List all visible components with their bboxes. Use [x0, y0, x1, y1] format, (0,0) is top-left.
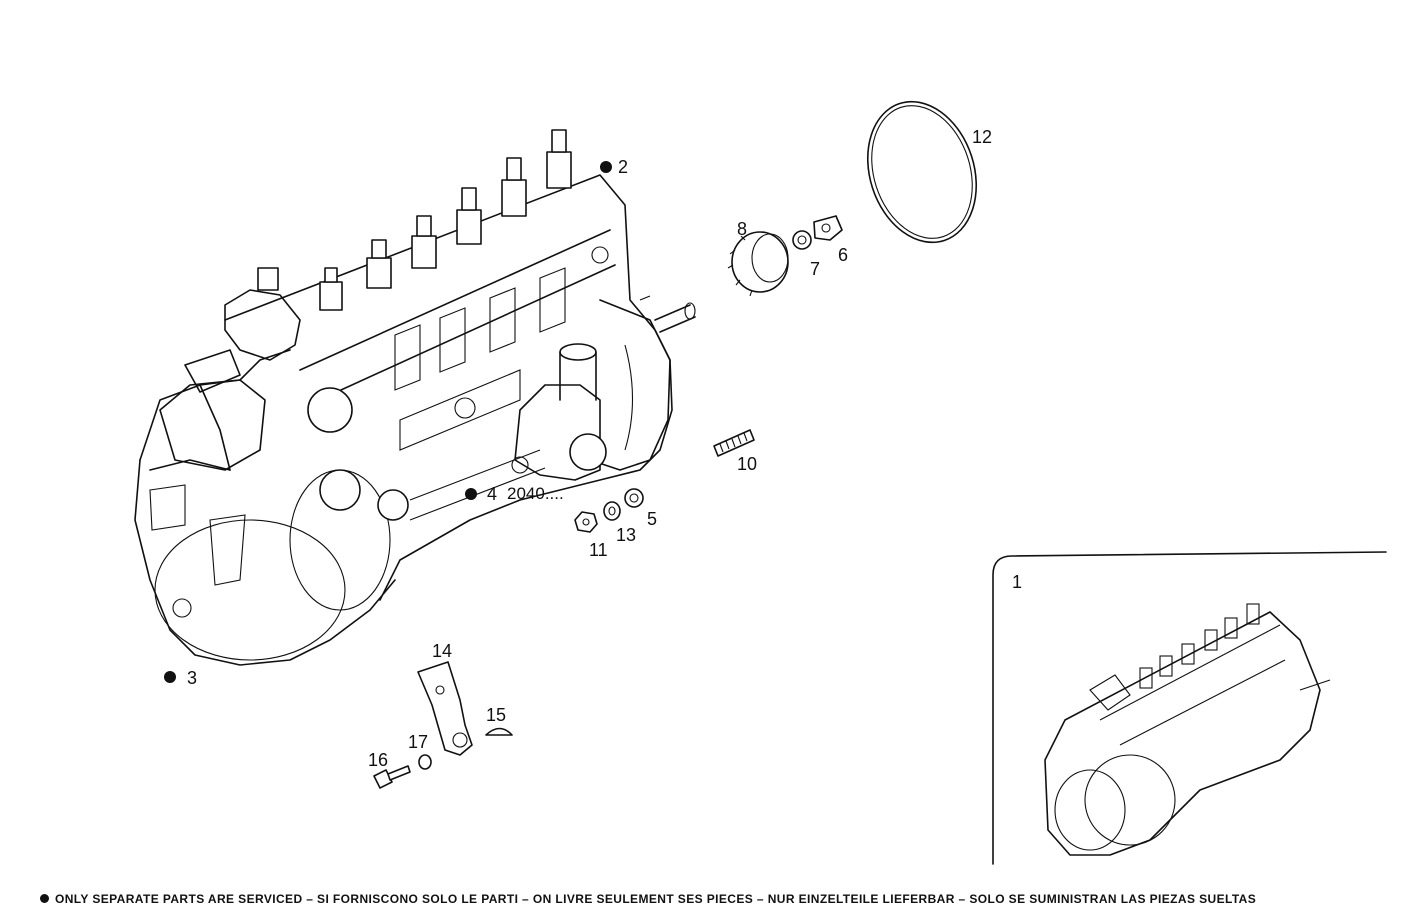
callout-4: 4	[487, 484, 498, 504]
footer-bullet	[40, 894, 49, 903]
callout-10: 10	[737, 454, 758, 474]
callout-14: 14	[432, 641, 453, 661]
delivery-valve-holders	[319, 129, 572, 311]
injection-pump-assembly	[134, 174, 696, 666]
bracket-part-14	[417, 661, 473, 756]
callout-16: 16	[368, 750, 389, 770]
washer-part-5	[624, 488, 644, 508]
callout-17: 17	[408, 732, 429, 752]
callout-8: 8	[737, 219, 748, 239]
drive-gear-part	[727, 231, 789, 297]
service-bullet-4	[465, 488, 477, 500]
washer-part-7	[792, 230, 812, 250]
stud-part-10	[713, 429, 755, 457]
callout-7: 7	[810, 259, 821, 279]
callout-15: 15	[486, 705, 507, 725]
nut-part-6	[813, 215, 843, 241]
callout-6: 6	[838, 245, 849, 265]
footer-text: ONLY SEPARATE PARTS ARE SERVICED – SI FO…	[55, 892, 1257, 906]
callout-5: 5	[647, 509, 658, 529]
washer-part-13	[603, 501, 621, 521]
callout-12: 12	[972, 127, 993, 147]
o-ring-part	[866, 100, 978, 244]
service-bullet-3	[164, 671, 176, 683]
screw-part-16	[373, 765, 411, 789]
key-part-15	[485, 727, 513, 736]
callout-11: 11	[589, 540, 608, 560]
service-note-footer: ONLY SEPARATE PARTS ARE SERVICED – SI FO…	[40, 892, 1256, 906]
nut-part-11	[574, 511, 598, 533]
callout-13: 13	[616, 525, 637, 545]
callout-4-code: 2040....	[507, 484, 564, 503]
callout-2: 2	[618, 157, 629, 177]
service-bullet-2	[600, 161, 612, 173]
callout-3: 3	[187, 668, 198, 688]
washer-part-17	[418, 754, 432, 770]
callout-1: 1	[1012, 572, 1023, 592]
inset-assembly-1	[992, 551, 1387, 865]
